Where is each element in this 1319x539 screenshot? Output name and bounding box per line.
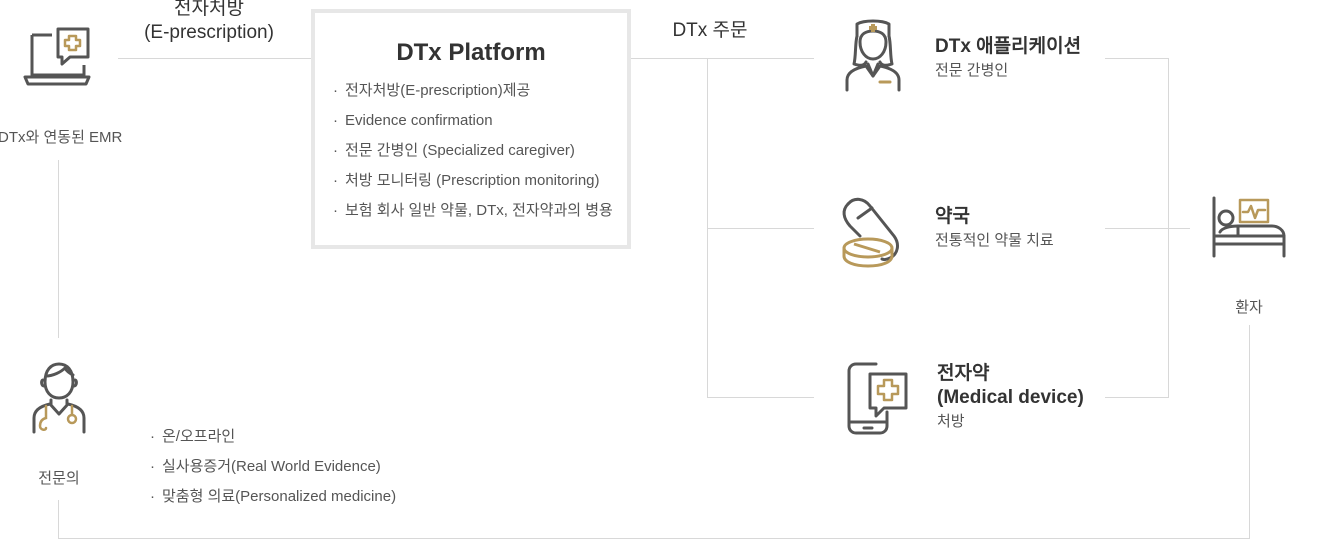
platform-feature-text: 처방 모니터링 (Prescription monitoring) [345,172,600,189]
platform-feature-item: · Evidence confirmation [333,111,613,141]
platform-feature-item: · 처방 모니터링 (Prescription monitoring) [333,171,613,201]
evidence-text: 온/오프라인 [162,428,236,445]
pill-icon [840,196,908,268]
doctor-icon [31,362,87,434]
bullet: · [333,142,338,159]
bullet: · [150,428,155,445]
doctor-label: 전문의 [38,470,80,487]
node-title: DTx 애플리케이션 [935,36,1082,57]
evidence-list: · 온/오프라인 · 실사용증거(Real World Evidence) · 맞춤형… [150,427,396,517]
node-subtitle: 전통적인 약물 치료 [935,232,1054,249]
dtx-order-label: DTx 주문 [672,20,748,41]
platform-feature-text: 전자처방(E-prescription)제공 [345,82,531,99]
node-subtitle: 전문 간병인 [935,62,1009,79]
emr-label: DTx와 연동된 EMR [0,129,123,146]
platform-feature-item: · 보험 회사 일반 약물, DTx, 전자약과의 병용 [333,201,613,231]
e-prescription-label-line1: 전자처방 [174,0,244,19]
node-title: 약국 [935,206,970,227]
evidence-text: 맞춤형 의료(Personalized medicine) [162,488,397,505]
platform-feature-text: Evidence confirmation [345,112,493,129]
laptop-medical-icon [22,27,92,89]
node-electroceutical: 전자약 (Medical device) 처방 [937,362,1084,432]
platform-feature-item: · 전문 간병인 (Specialized caregiver) [333,141,613,171]
e-prescription-label-line2: (E-prescription) [144,22,274,43]
node-pharmacy: 약국 전통적인 약물 치료 [935,205,1054,251]
bullet: · [333,112,338,129]
node-title-line1: 전자약 [937,363,990,384]
evidence-text: 실사용증거(Real World Evidence) [162,458,381,475]
node-subtitle: 처방 [937,413,965,430]
evidence-item: · 온/오프라인 [150,427,396,457]
bullet: · [150,488,155,505]
patient-label: 환자 [1235,299,1263,316]
e-prescription-label: 전자처방 (E-prescription) [128,0,290,45]
platform-feature-list: · 전자처방(E-prescription)제공 · Evidence confir… [333,81,613,231]
evidence-item: · 실사용증거(Real World Evidence) [150,457,396,487]
hospital-bed-icon [1210,196,1288,258]
platform-feature-text: 전문 간병인 (Specialized caregiver) [345,142,575,159]
node-dtx-application: DTx 애플리케이션 전문 간병인 [935,35,1081,81]
bullet: · [333,172,338,189]
bullet: · [333,202,338,219]
bullet: · [150,458,155,475]
bullet: · [333,82,338,99]
platform-title: DTx Platform [396,39,546,66]
node-title-line2: (Medical device) [937,387,1084,408]
platform-feature-text: 보험 회사 일반 약물, DTx, 전자약과의 병용 [345,202,613,219]
nurse-icon [844,18,902,92]
evidence-item: · 맞춤형 의료(Personalized medicine) [150,487,396,517]
platform-feature-item: · 전자처방(E-prescription)제공 [333,81,613,111]
dtx-platform-box: DTx Platform · 전자처방(E-prescription)제공 · Ev… [311,9,631,249]
mobile-medical-icon [846,362,910,436]
